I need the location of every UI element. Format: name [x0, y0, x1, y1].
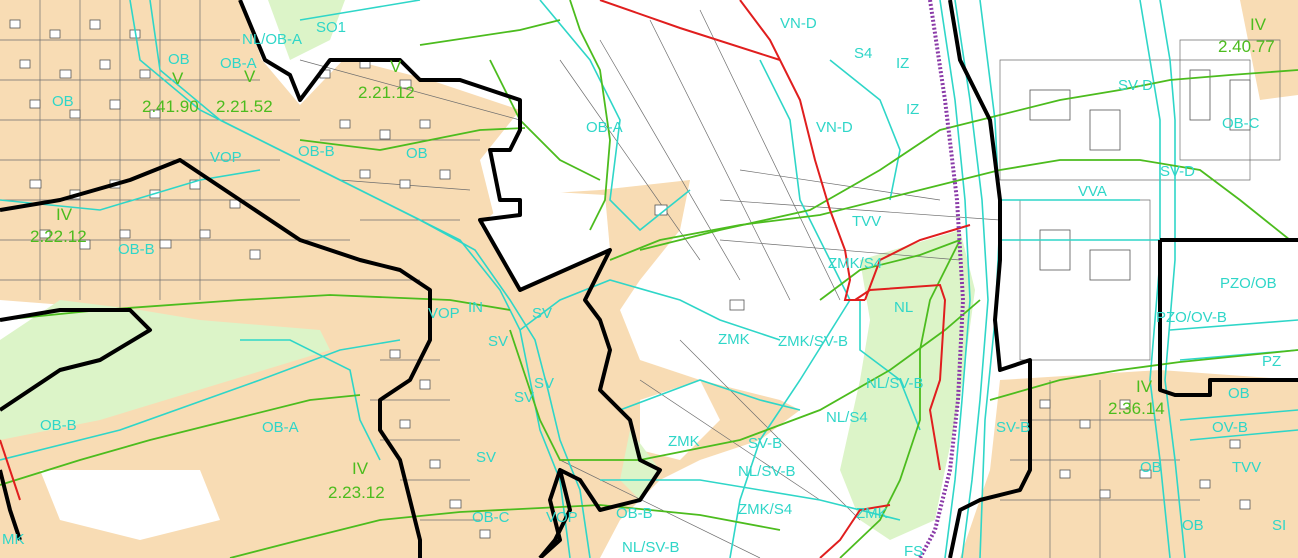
zone-label: OB-A [586, 119, 623, 136]
zone-label: SV [532, 305, 552, 322]
zone-label: SV-D [1118, 77, 1153, 94]
building-footprints [9, 19, 1251, 539]
zone-label: OB [1182, 517, 1204, 534]
zone-label: VOP [428, 305, 460, 322]
zone-label: OB-A [262, 419, 299, 436]
zone-label: VOP [546, 509, 578, 526]
zone-label: SV [488, 333, 508, 350]
zone-label: OB [52, 93, 74, 110]
district-roman: IV [56, 205, 73, 224]
zone-label: OV-B [1212, 419, 1248, 436]
district-roman: IV [352, 459, 369, 478]
red-lines [0, 0, 971, 558]
zone-label: S4 [854, 45, 872, 62]
zone-label: SV [476, 449, 496, 466]
zone-label: ZMK [718, 331, 750, 348]
district-roman: V [172, 69, 184, 88]
zone-label: IZ [896, 55, 909, 72]
district-code: 2.40.77 [1218, 37, 1275, 56]
zone-label: SV-B [996, 419, 1030, 436]
district-roman: IV [1250, 15, 1267, 34]
zone-label: TVV [852, 213, 881, 230]
zone-label: MK [2, 531, 25, 548]
zone-label: NL/OB-A [242, 31, 302, 48]
zone-label: SV [534, 375, 554, 392]
zone-label: OB-B [616, 505, 653, 522]
zone-label: OB-A [220, 55, 257, 72]
zone-label: ZMK [856, 505, 888, 522]
zone-label: VVA [1078, 183, 1107, 200]
zone-label: PZO/OV-B [1156, 309, 1227, 326]
zone-label: NL/SV-B [866, 375, 924, 392]
zone-label: TVV [1232, 459, 1261, 476]
zone-label: ZMK/S4 [828, 255, 882, 272]
zone-label: ZMK/SV-B [778, 333, 848, 350]
zone-label: NL/SV-B [738, 463, 796, 480]
district-code: 2.41.90 [142, 97, 199, 116]
zone-label: SV-B [748, 435, 782, 452]
zone-label: SV-D [1160, 163, 1195, 180]
zone-label: SI [1272, 517, 1286, 534]
zone-label: OB-B [298, 143, 335, 160]
zone-label: IZ [906, 101, 919, 118]
zone-label: IN [468, 299, 483, 316]
zone-label: OB [406, 145, 428, 162]
zone-label: VN-D [816, 119, 853, 136]
district-code: 2.36.14 [1108, 399, 1165, 418]
zone-label: VOP [210, 149, 242, 166]
zone-label: NL [894, 299, 913, 316]
zone-labels: SO1 NL/OB-A OB OB-A OB VOP OB-B OB OB-A … [2, 15, 1286, 558]
district-code: 2.23.12 [328, 483, 385, 502]
zone-label: VN-D [780, 15, 817, 32]
district-code: 2.21.12 [358, 83, 415, 102]
zone-label: PZ [1262, 353, 1281, 370]
zone-label: OB-B [40, 417, 77, 434]
zone-label: OB [1228, 385, 1250, 402]
zone-label: SV [514, 389, 534, 406]
zone-label: OB-C [1222, 115, 1260, 132]
zone-label: FS [904, 543, 923, 558]
zone-label: OB [168, 51, 190, 68]
zone-label: SO1 [316, 19, 346, 36]
district-code: 2.22.12 [30, 227, 87, 246]
district-roman: V [244, 67, 256, 86]
district-roman: V [390, 57, 402, 76]
district-labels: 2.40.77 2.41.90 2.21.52 2.21.12 2.22.12 … [30, 15, 1275, 502]
zone-label: ZMK [668, 433, 700, 450]
railway-track [918, 0, 966, 558]
zone-label: OB-B [118, 241, 155, 258]
district-code: 2.21.52 [216, 97, 273, 116]
zone-label: PZO/OB [1220, 275, 1277, 292]
zone-label: NL/S4 [826, 409, 868, 426]
zone-label: NL/SV-B [622, 539, 680, 556]
zone-label: OB [1140, 459, 1162, 476]
zone-label: ZMK/S4 [738, 501, 792, 518]
zone-label: OB-C [472, 509, 510, 526]
district-roman: IV [1136, 377, 1153, 396]
